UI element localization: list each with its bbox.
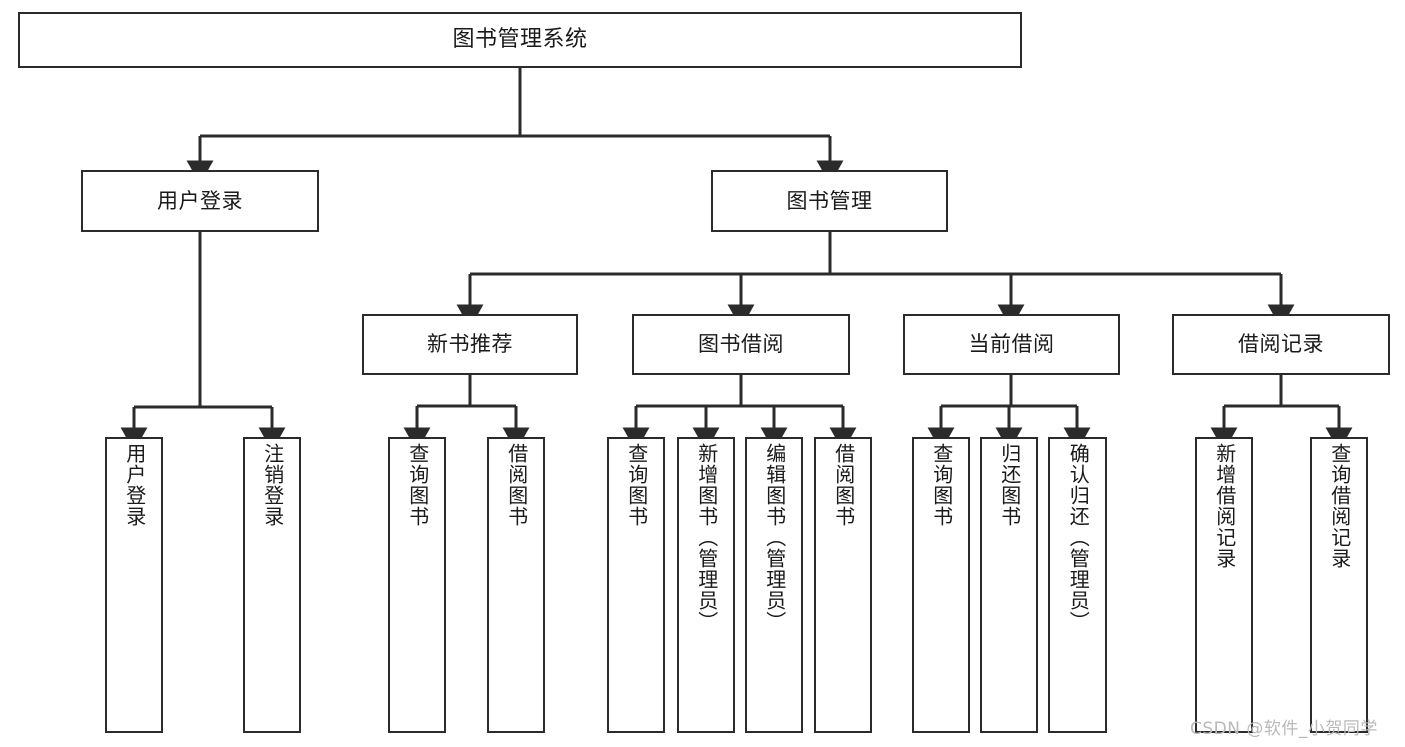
leaf-borrow-do-borrow[interactable]: 借阅图书	[814, 437, 872, 733]
leaf-borrow-add-book-label: 新增图书（管理员）	[694, 443, 719, 632]
leaf-record-query-label: 查询借阅记录	[1327, 443, 1352, 569]
leaf-user-login[interactable]: 用户登录	[105, 437, 163, 733]
leaf-current-return-book-label: 归还图书	[997, 443, 1022, 527]
leaf-current-confirm-return-label: 确认归还（管理员）	[1066, 443, 1091, 632]
leaf-record-add-label: 新增借阅记录	[1212, 443, 1237, 569]
leaf-current-query-book-label: 查询图书	[929, 443, 954, 527]
leaf-new-borrow-book[interactable]: 借阅图书	[487, 437, 545, 733]
node-user-login-module-label: 用户登录	[157, 188, 243, 213]
leaf-new-query-book-label: 查询图书	[405, 443, 430, 527]
leaf-record-query[interactable]: 查询借阅记录	[1310, 437, 1368, 733]
node-borrow-record[interactable]: 借阅记录	[1172, 314, 1390, 375]
leaf-user-logout[interactable]: 注销登录	[243, 437, 301, 733]
leaf-new-borrow-book-label: 借阅图书	[504, 443, 529, 527]
leaf-current-query-book[interactable]: 查询图书	[912, 437, 970, 733]
leaf-borrow-add-book[interactable]: 新增图书（管理员）	[677, 437, 735, 733]
node-new-book-recommend-label: 新书推荐	[427, 332, 513, 357]
leaf-borrow-do-borrow-label: 借阅图书	[831, 443, 856, 527]
node-book-borrow-label: 图书借阅	[698, 332, 784, 357]
node-book-borrow[interactable]: 图书借阅	[632, 314, 850, 375]
node-book-management-module-label: 图书管理	[786, 188, 873, 213]
leaf-borrow-query-book[interactable]: 查询图书	[607, 437, 665, 733]
node-new-book-recommend[interactable]: 新书推荐	[362, 314, 578, 375]
leaf-borrow-edit-book-label: 编辑图书（管理员）	[762, 443, 787, 632]
leaf-borrow-query-book-label: 查询图书	[624, 443, 649, 527]
node-current-borrow[interactable]: 当前借阅	[903, 314, 1120, 375]
leaf-user-logout-label: 注销登录	[260, 443, 285, 527]
leaf-user-login-label: 用户登录	[122, 443, 147, 527]
leaf-current-confirm-return[interactable]: 确认归还（管理员）	[1048, 437, 1107, 733]
node-current-borrow-label: 当前借阅	[968, 332, 1055, 357]
node-user-login-module[interactable]: 用户登录	[81, 170, 319, 232]
leaf-borrow-edit-book[interactable]: 编辑图书（管理员）	[745, 437, 803, 733]
csdn-watermark: CSDN @软件_小贺同学	[1190, 719, 1378, 739]
leaf-record-add[interactable]: 新增借阅记录	[1195, 437, 1253, 733]
node-root[interactable]: 图书管理系统	[18, 12, 1022, 68]
node-borrow-record-label: 借阅记录	[1238, 332, 1324, 357]
leaf-current-return-book[interactable]: 归还图书	[980, 437, 1038, 733]
node-book-management-module[interactable]: 图书管理	[711, 170, 948, 232]
leaf-new-query-book[interactable]: 查询图书	[388, 437, 446, 733]
node-root-label: 图书管理系统	[452, 27, 588, 53]
